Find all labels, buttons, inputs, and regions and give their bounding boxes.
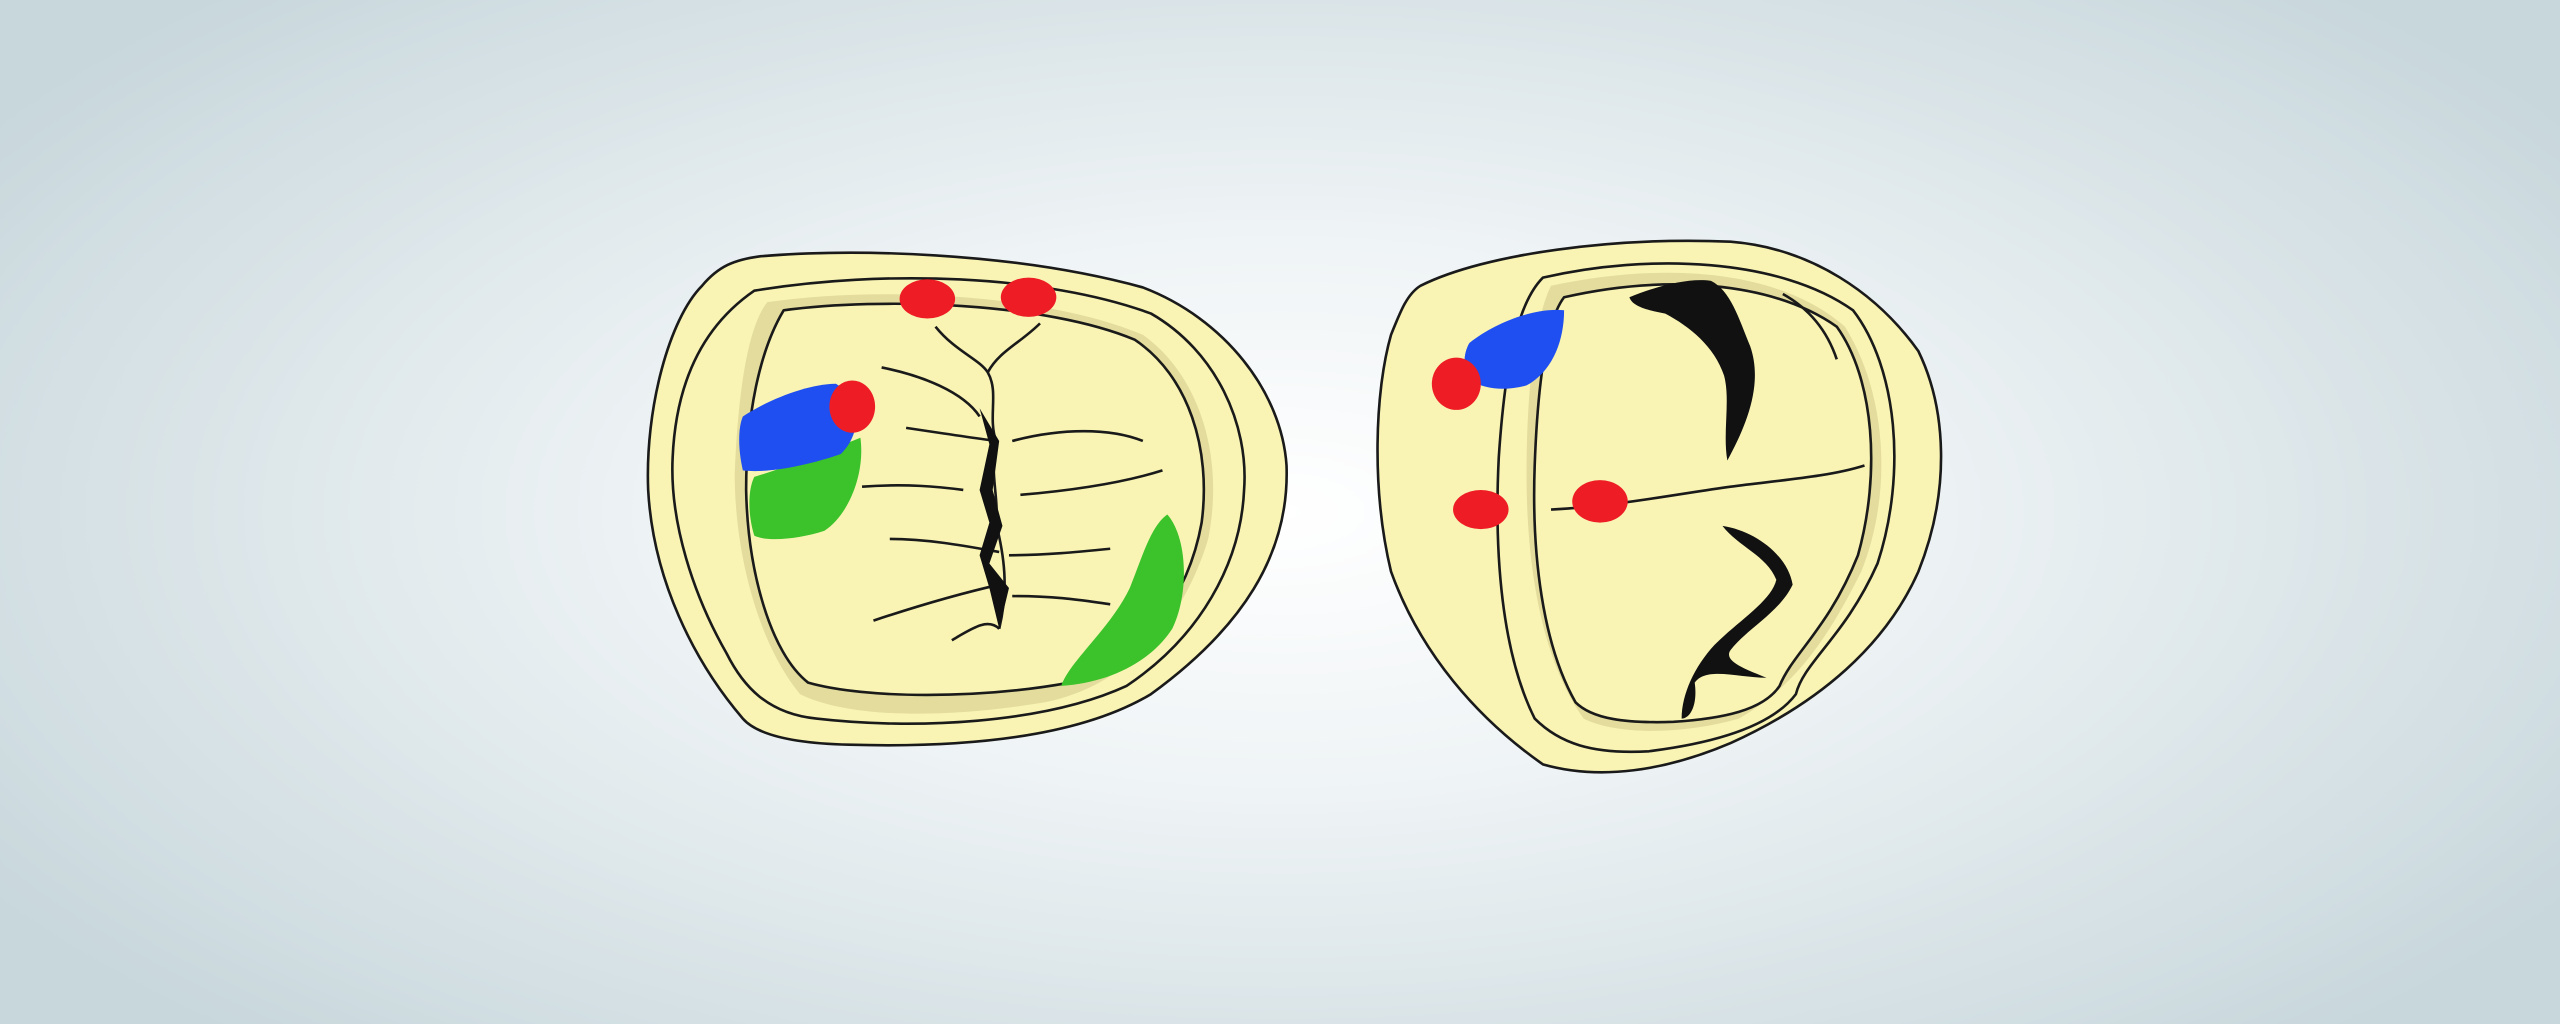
red-contact [1572, 480, 1628, 523]
left-tooth [646, 251, 1288, 747]
left-central-fissure [979, 408, 1009, 629]
red-contact [899, 279, 956, 319]
red-contact [1000, 277, 1057, 317]
green-contact-distal [1061, 514, 1184, 686]
red-contact [1453, 489, 1509, 530]
red-contact [1431, 357, 1481, 410]
left-tooth-ridge [671, 276, 1246, 725]
green-contact-mesial [749, 437, 862, 540]
left-tooth-contacts [739, 277, 1184, 686]
right-tooth-contacts [1431, 309, 1628, 530]
right-tooth-inner-outline [1532, 283, 1873, 724]
right-fissure-lingual [1681, 525, 1793, 719]
right-fissure-buccal [1629, 280, 1755, 461]
red-contact [829, 380, 876, 433]
blue-contact [1464, 309, 1565, 389]
blue-contact [739, 383, 857, 472]
